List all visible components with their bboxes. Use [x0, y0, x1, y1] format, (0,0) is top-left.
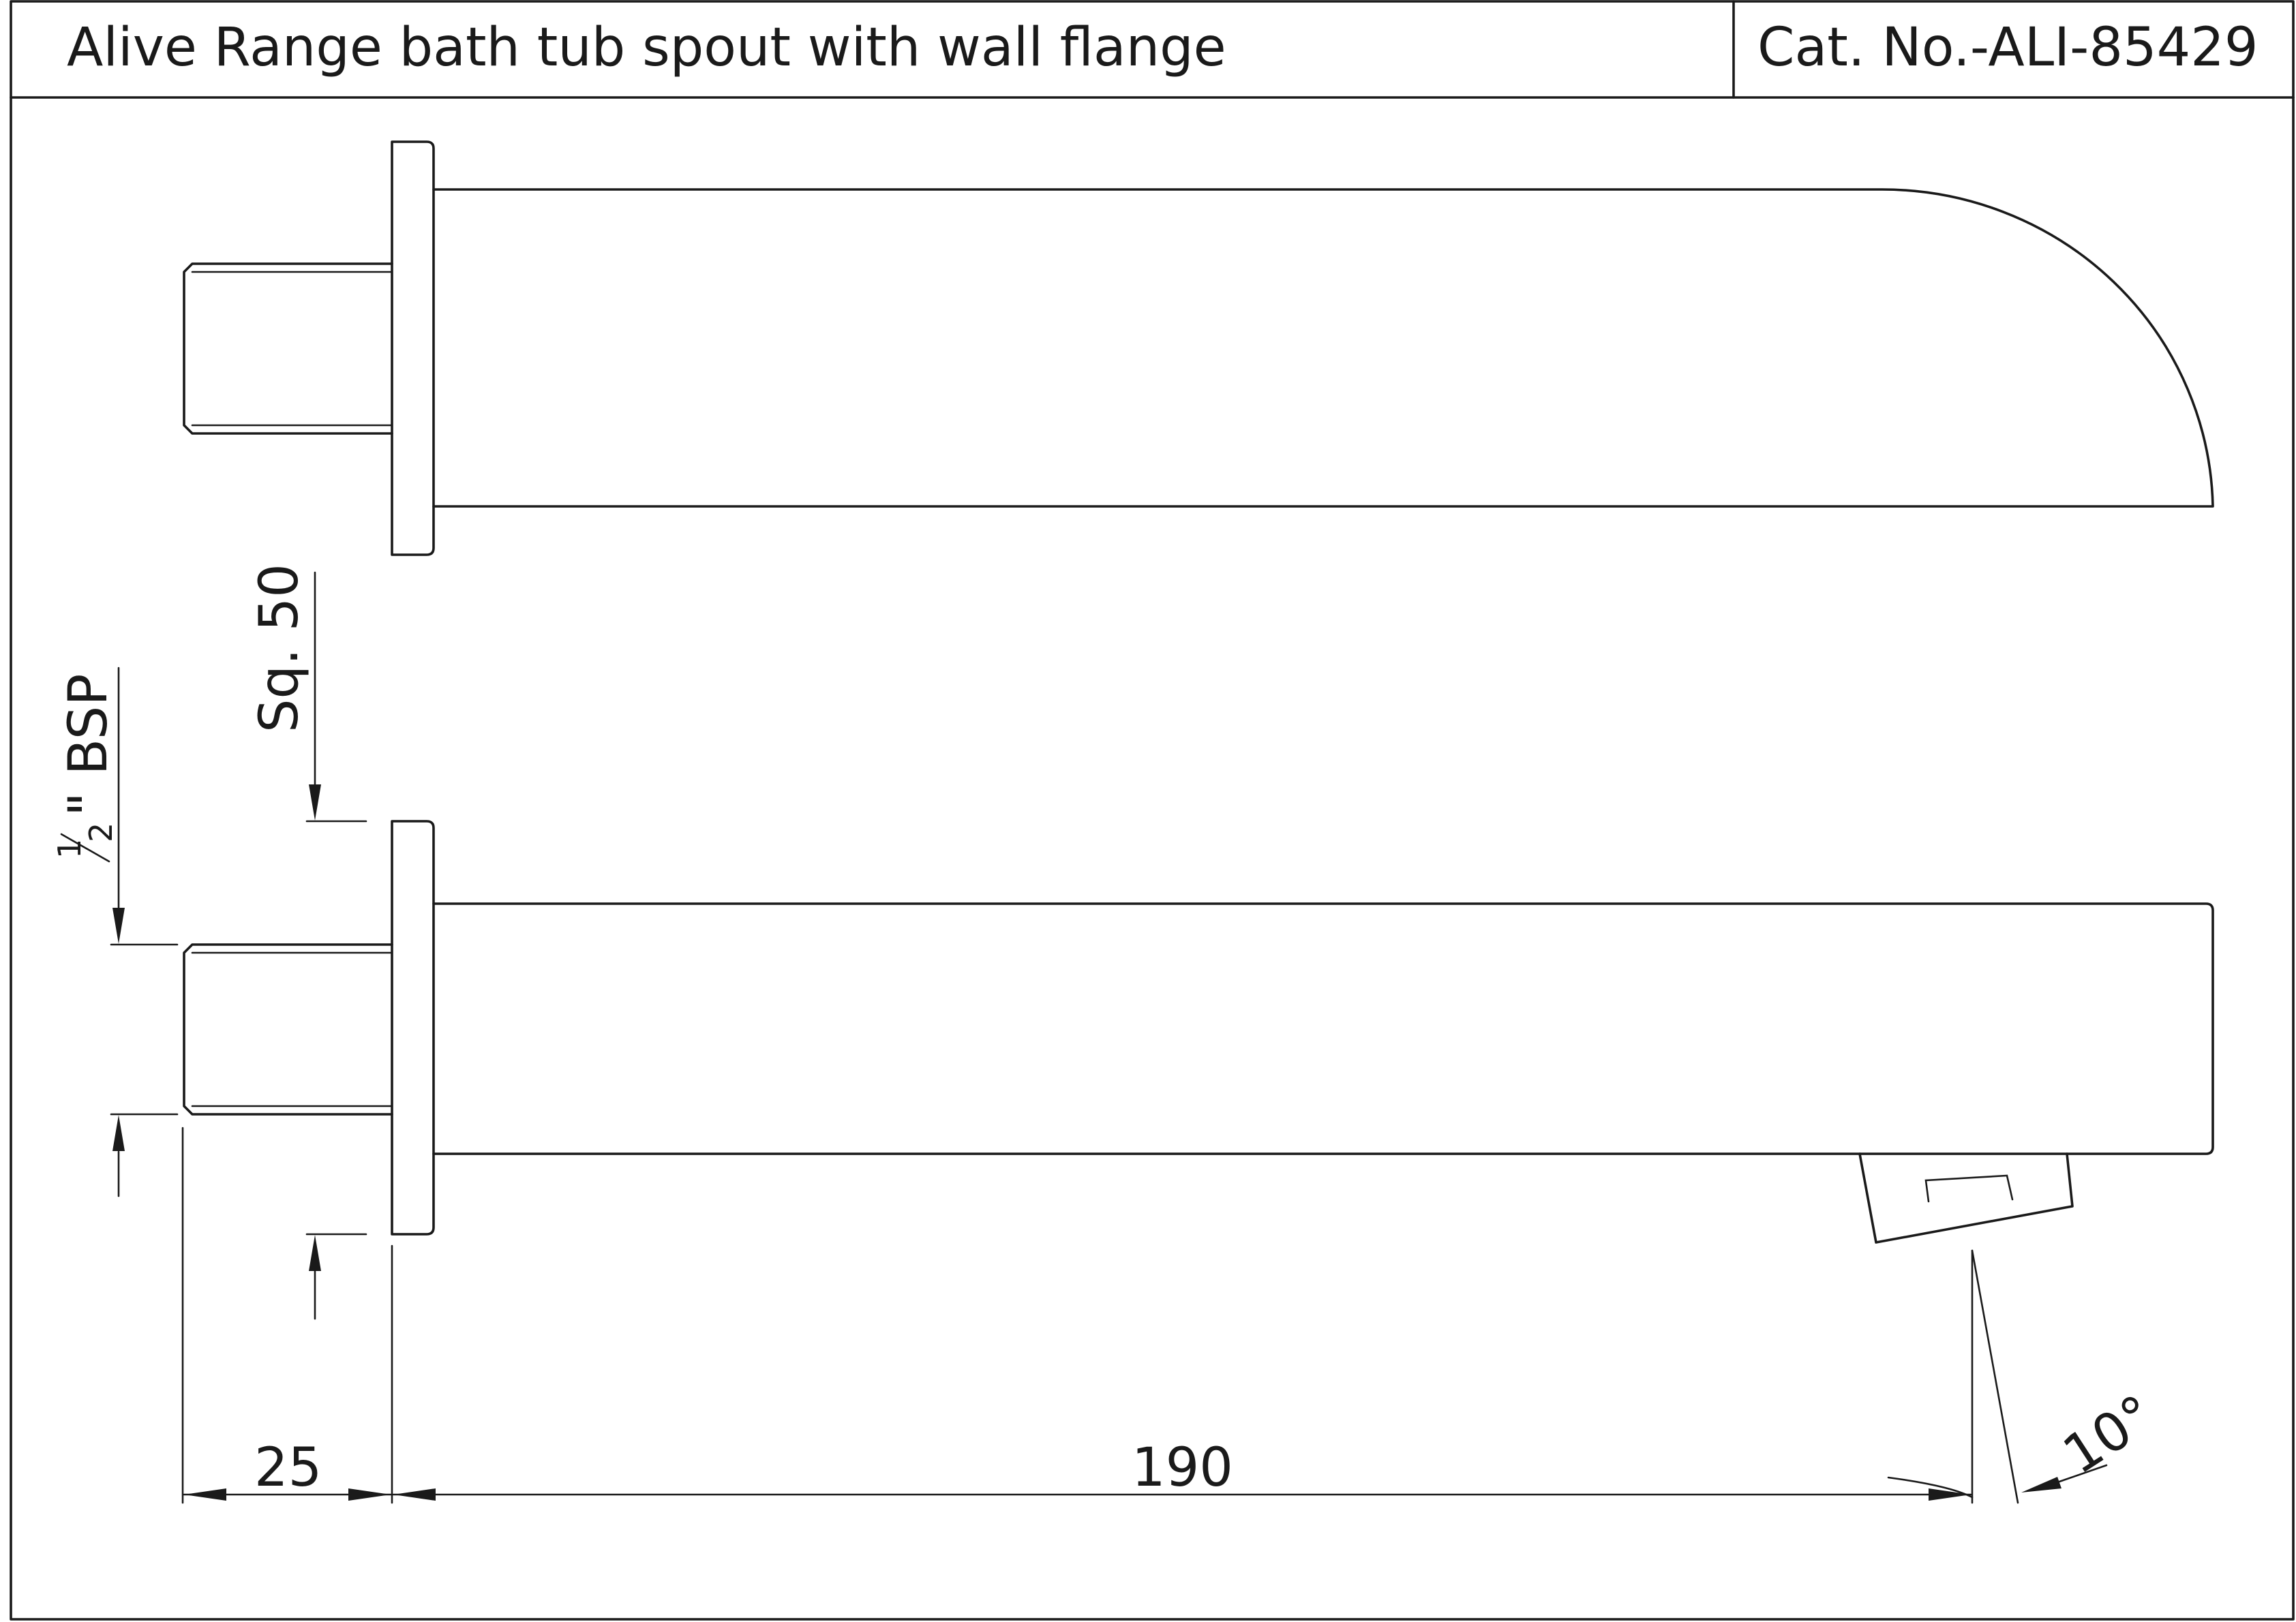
thread-size-label: 1 2 " BSP [51, 674, 119, 863]
arrowhead [112, 1115, 125, 1151]
thread-size-dimension: 1 2 " BSP [51, 667, 179, 1197]
top-view-spout-body [432, 188, 2214, 508]
length-dimensions: 25 190 [181, 1127, 1974, 1504]
spout-length-label: 190 [1132, 1437, 1233, 1499]
arrowhead [309, 1235, 321, 1271]
title-block: Alive Range bath tub spout with wall fla… [10, 0, 2295, 1621]
spout-side-view [183, 820, 2214, 1244]
arrowhead [112, 908, 125, 944]
flange-size-dimension: Sq. 50 [249, 564, 367, 1320]
aerator-outlet [1858, 1152, 2074, 1244]
side-view-wall-flange [391, 820, 435, 1236]
outlet-angle-dimension: 10° [1887, 1249, 2165, 1504]
angle-leader [2056, 1464, 2108, 1484]
thread-length-label: 25 [254, 1437, 322, 1499]
thread-size-denominator: 2 [82, 823, 119, 842]
thread-size-text: " BSP [58, 674, 119, 816]
arrowhead [309, 784, 321, 821]
side-view-thread [183, 943, 393, 1116]
catalog-number: Cat. No.-ALI-85429 [1757, 17, 2258, 78]
aerator-insert [1924, 1174, 2014, 1203]
drawing-border [10, 0, 2295, 1621]
top-view-thread [183, 262, 393, 435]
fraction-slash [60, 833, 110, 863]
arrowhead [184, 1488, 226, 1501]
angle-leg [1971, 1249, 2019, 1504]
top-view-wall-flange [391, 140, 435, 556]
angle-arc [1887, 1476, 1974, 1499]
flange-size-label: Sq. 50 [249, 564, 310, 733]
arrowhead [393, 1488, 436, 1501]
spout-top-view [183, 140, 2214, 556]
thread-size-numerator: 1 [51, 839, 88, 859]
side-view-spout-body [432, 902, 2214, 1155]
outlet-angle-label: 10° [2053, 1383, 2165, 1486]
arrowhead [1929, 1488, 1971, 1501]
arrowhead [348, 1488, 391, 1501]
arrowhead [2021, 1477, 2061, 1493]
drawing-title: Alive Range bath tub spout with wall fla… [67, 17, 1226, 78]
